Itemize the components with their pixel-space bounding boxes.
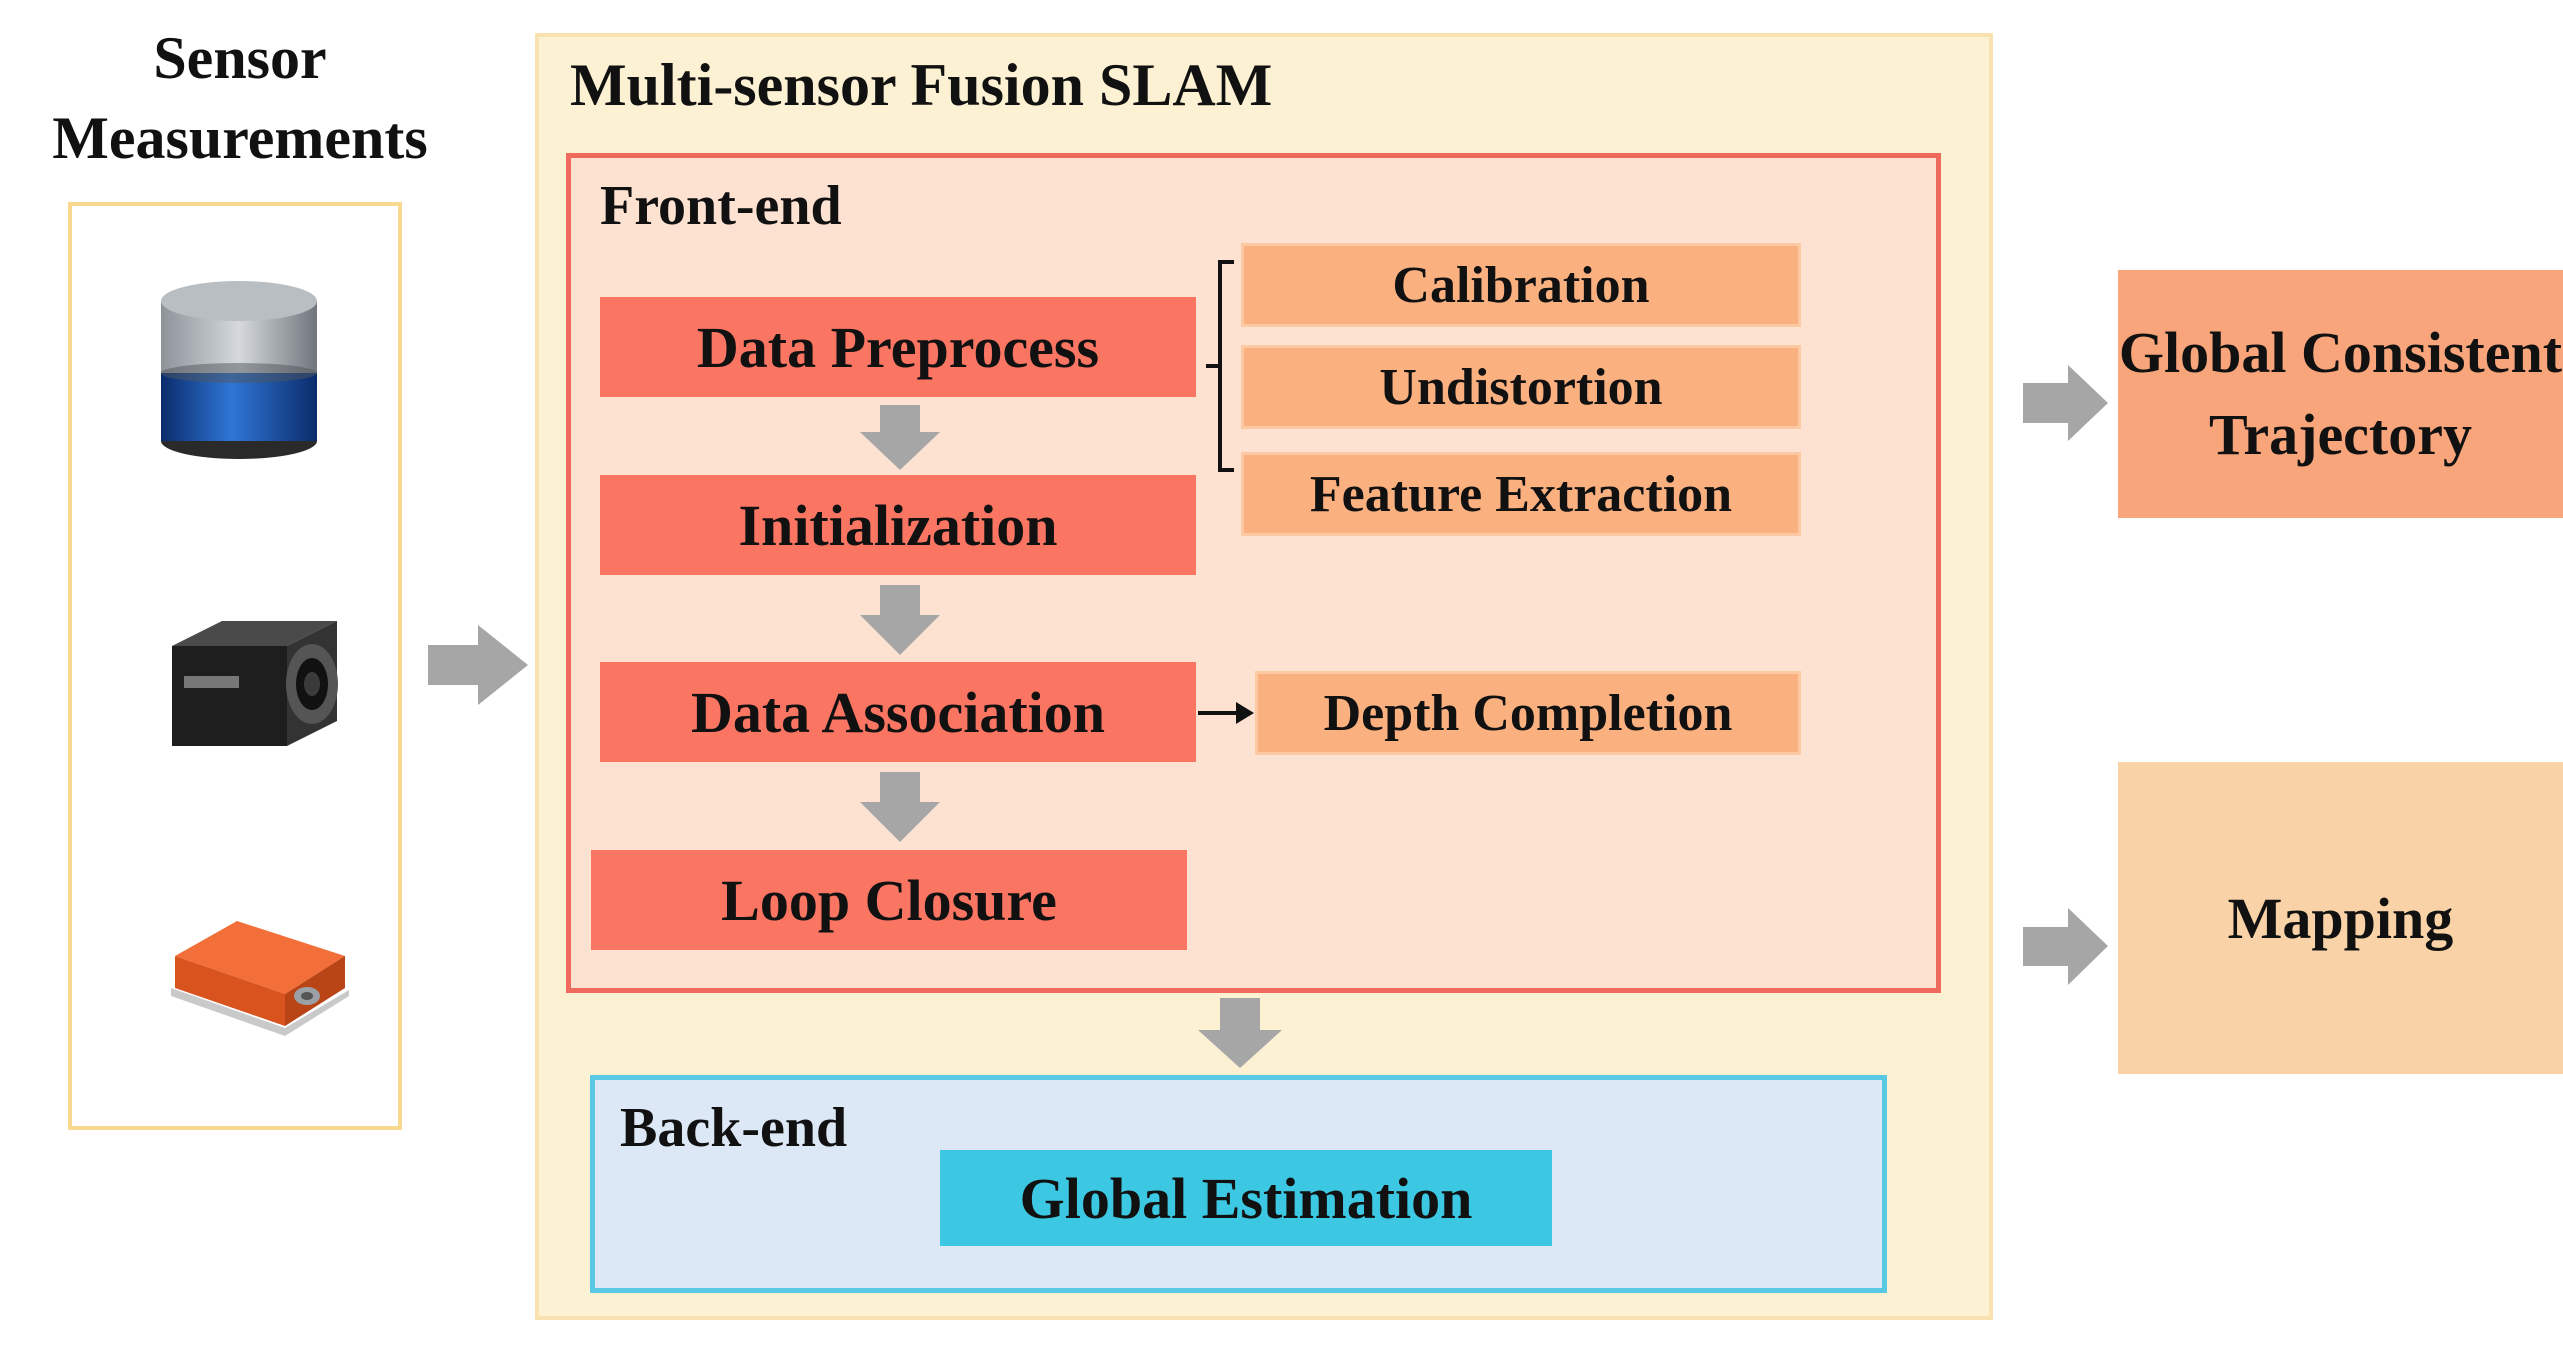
mapping-output: Mapping (2118, 762, 2563, 1074)
global-estimation-step: Global Estimation (940, 1150, 1552, 1246)
lidar-sensor-icon (161, 281, 317, 459)
fusion-slam-title: Multi-sensor Fusion SLAM (570, 52, 1273, 118)
front-to-back-end-arrow (1198, 998, 1282, 1068)
association-to-loop-closure-arrow (860, 772, 940, 842)
to-trajectory-arrow (2023, 365, 2108, 441)
feature-extraction-substep: Feature Extraction (1241, 452, 1801, 536)
preprocess-substeps-bracket (1206, 260, 1234, 472)
calibration-substep: Calibration (1241, 243, 1801, 327)
front-end-title: Front-end (600, 175, 842, 237)
initialization-to-association-arrow (860, 585, 940, 655)
to-mapping-arrow (2023, 908, 2108, 985)
back-end-title: Back-end (620, 1097, 848, 1159)
association-to-depth-arrow-head (1236, 702, 1254, 724)
sensor-measurements-title: Sensor Measurements (52, 25, 428, 171)
sensors-to-fusion-arrow (428, 625, 528, 705)
trajectory-output: Global Consistent Trajectory (2118, 270, 2563, 518)
imu-sensor-icon (171, 921, 349, 1036)
preprocess-to-initialization-arrow (860, 405, 940, 470)
loop-closure-step: Loop Closure (591, 850, 1187, 950)
undistortion-substep: Undistortion (1241, 345, 1801, 429)
data-association-step: Data Association (600, 662, 1196, 762)
sensor-measurements-box (68, 202, 402, 1130)
depth-completion-substep: Depth Completion (1255, 671, 1801, 755)
camera-sensor-icon (172, 621, 338, 746)
initialization-step: Initialization (600, 475, 1196, 575)
data-preprocess-step: Data Preprocess (600, 297, 1196, 397)
